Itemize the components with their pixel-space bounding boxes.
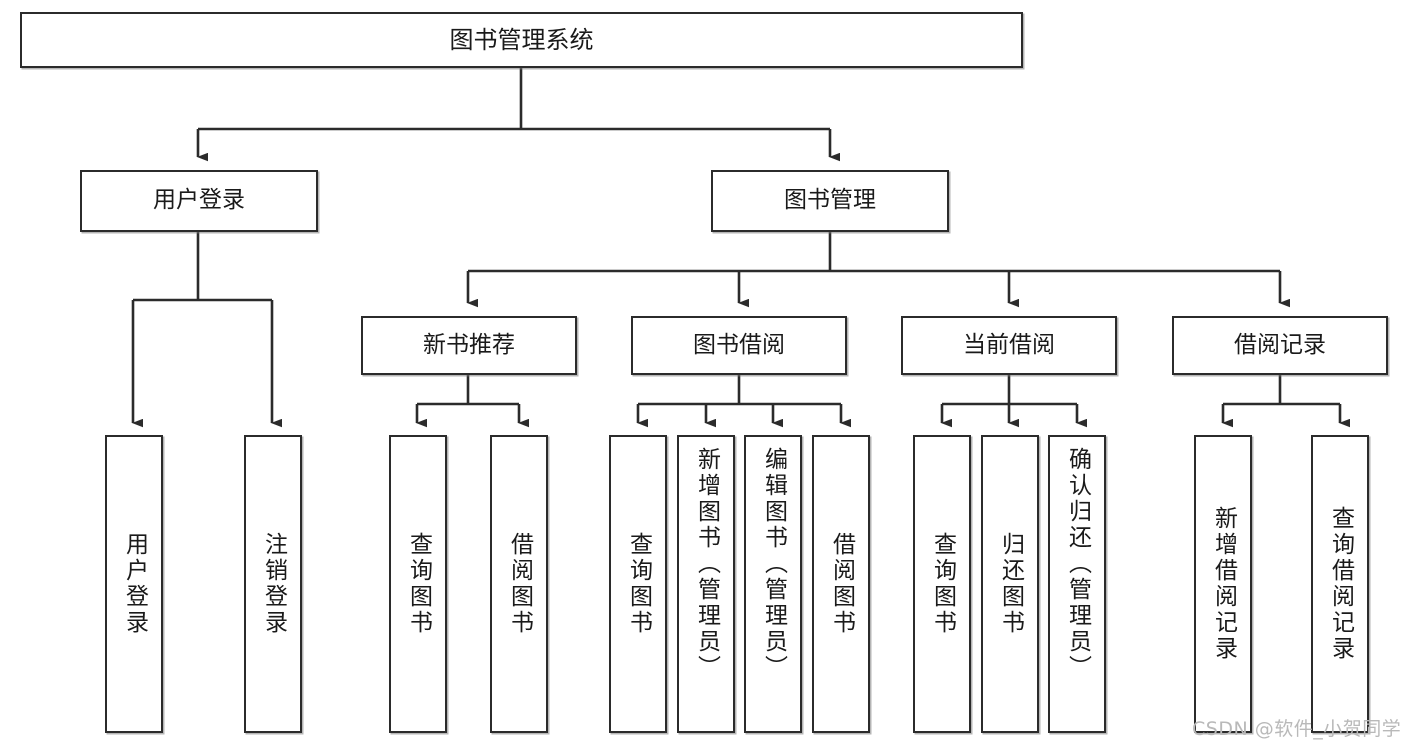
node-current-borrowing[interactable]: 当前借阅 [901,316,1117,375]
leaf-current-borrow-confirm-return-admin[interactable]: 确认归还（管理员） [1048,435,1106,733]
node-label: 新增借阅记录 [1210,506,1237,662]
node-label: 查询图书 [405,532,432,636]
leaf-new-book-borrow-book[interactable]: 借阅图书 [490,435,548,733]
leaf-book-borrow-edit-book-admin[interactable]: 编辑图书（管理员） [744,435,802,733]
node-label: 图书管理系统 [449,25,594,54]
leaf-user-login-login[interactable]: 用户登录 [105,435,163,733]
node-root-book-management-system[interactable]: 图书管理系统 [20,12,1023,68]
node-label: 查询图书 [625,532,652,636]
csdn-watermark: CSDN @软件_小贺同学 [1192,718,1402,740]
node-label: 新增图书（管理员） [693,447,720,681]
leaf-current-borrow-return-book[interactable]: 归还图书 [981,435,1039,733]
leaf-book-borrow-add-book-admin[interactable]: 新增图书（管理员） [677,435,735,733]
node-label: 借阅记录 [1234,331,1326,358]
node-label: 借阅图书 [828,532,855,636]
node-label: 确认归还（管理员） [1064,447,1091,681]
node-label: 查询图书 [929,532,956,636]
leaf-book-borrow-borrow-book[interactable]: 借阅图书 [812,435,870,733]
leaf-new-book-query-book[interactable]: 查询图书 [389,435,447,733]
node-book-borrowing[interactable]: 图书借阅 [631,316,847,375]
node-label: 归还图书 [997,532,1024,636]
node-label: 用户登录 [153,187,245,214]
node-label: 查询借阅记录 [1327,506,1354,662]
node-label: 图书借阅 [693,331,785,358]
node-user-login[interactable]: 用户登录 [80,170,318,232]
leaf-book-borrow-query-book[interactable]: 查询图书 [609,435,667,733]
leaf-current-borrow-query-book[interactable]: 查询图书 [913,435,971,733]
leaf-borrow-record-query-record[interactable]: 查询借阅记录 [1311,435,1369,733]
node-label: 编辑图书（管理员） [760,447,787,681]
node-label: 图书管理 [784,187,876,214]
node-label: 新书推荐 [423,331,515,358]
node-label: 当前借阅 [963,331,1055,358]
leaf-borrow-record-add-record[interactable]: 新增借阅记录 [1194,435,1252,733]
node-new-book-recommendation[interactable]: 新书推荐 [361,316,577,375]
leaf-user-login-logout[interactable]: 注销登录 [244,435,302,733]
node-label: 用户登录 [121,532,148,636]
node-label: 借阅图书 [506,532,533,636]
node-borrow-record[interactable]: 借阅记录 [1172,316,1388,375]
node-book-management[interactable]: 图书管理 [711,170,949,232]
node-label: 注销登录 [260,532,287,636]
